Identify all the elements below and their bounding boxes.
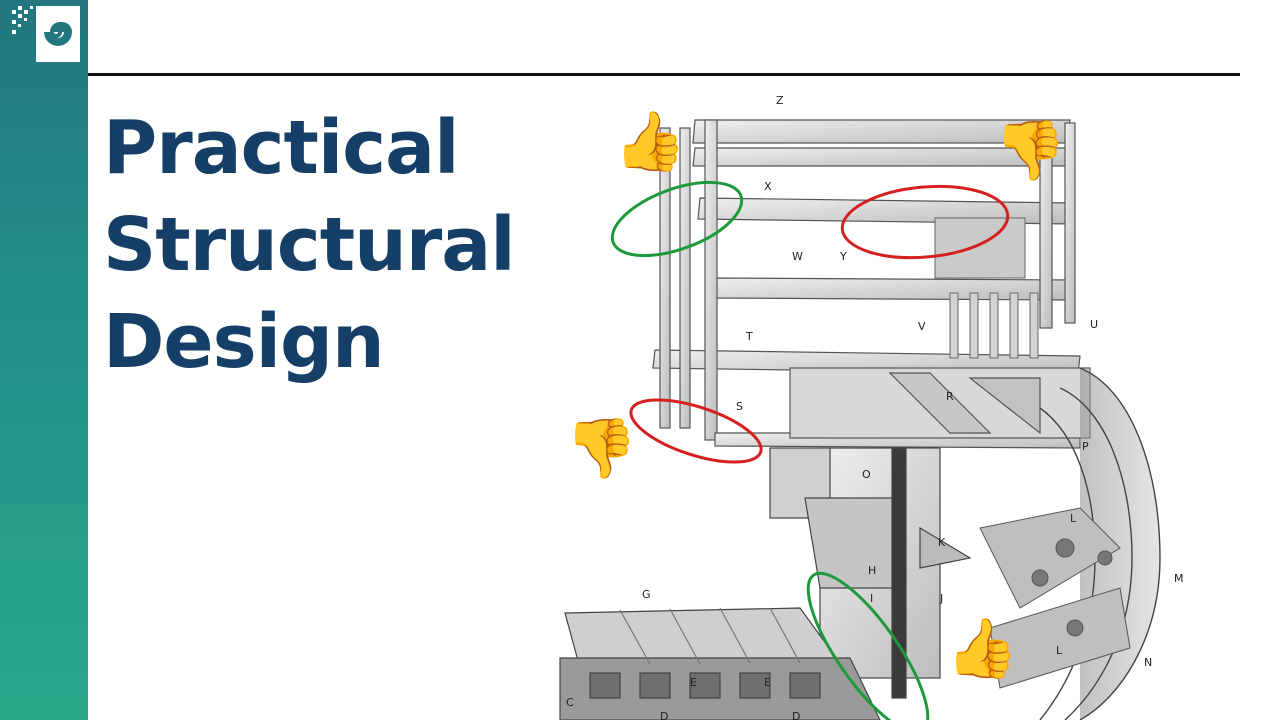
sidebar-band (0, 0, 88, 720)
svg-text:L: L (1056, 644, 1063, 657)
svg-text:H: H (868, 564, 876, 577)
slide-title: Practical Structural Design (103, 100, 516, 391)
svg-text:J: J (939, 592, 943, 605)
good-joint-ring-lower (806, 571, 930, 720)
title-line-2: Structural (103, 202, 516, 288)
svg-text:O: O (862, 468, 871, 481)
svg-text:D: D (792, 710, 800, 720)
svg-text:S: S (736, 400, 743, 413)
svg-text:E: E (690, 676, 697, 689)
svg-text:Y: Y (839, 250, 847, 263)
svg-text:R: R (946, 390, 954, 403)
svg-text:W: W (792, 250, 803, 263)
svg-text:E: E (764, 676, 771, 689)
svg-text:C: C (566, 696, 574, 709)
svg-text:L: L (1070, 512, 1077, 525)
svg-text:M: M (1174, 572, 1184, 585)
bad-joint-ring-mid (629, 398, 763, 464)
svg-text:V: V (918, 320, 926, 333)
svg-text:Z: Z (776, 94, 784, 107)
title-line-3: Design (103, 299, 385, 385)
svg-text:X: X (764, 180, 772, 193)
svg-text:N: N (1144, 656, 1152, 669)
svg-text:K: K (938, 536, 946, 549)
thumbs-down-icon: 👎 (565, 416, 638, 481)
logo-icon (12, 6, 80, 62)
title-line-1: Practical (103, 105, 459, 191)
thumbs-up-icon: 👍 (946, 616, 1019, 681)
svg-text:T: T (745, 330, 753, 343)
bad-joint-ring-upper (840, 184, 1010, 260)
svg-text:G: G (642, 588, 651, 601)
good-joint-ring-upper (610, 180, 744, 258)
part-labels: Z X W Y U V T S R P O K H I J L L M N G E E C D D (566, 94, 1184, 720)
svg-text:U: U (1090, 318, 1098, 331)
header-rule (88, 73, 1240, 76)
svg-text:P: P (1082, 440, 1089, 453)
svg-text:D: D (660, 710, 668, 720)
svg-text:I: I (870, 592, 873, 605)
thumbs-down-icon: 👎 (994, 118, 1067, 183)
thumbs-up-icon: 👍 (614, 109, 687, 174)
ship-structure-illustration: Z X W Y U V T S R P O K H I J L L M N G E E C D D (559, 94, 1184, 720)
